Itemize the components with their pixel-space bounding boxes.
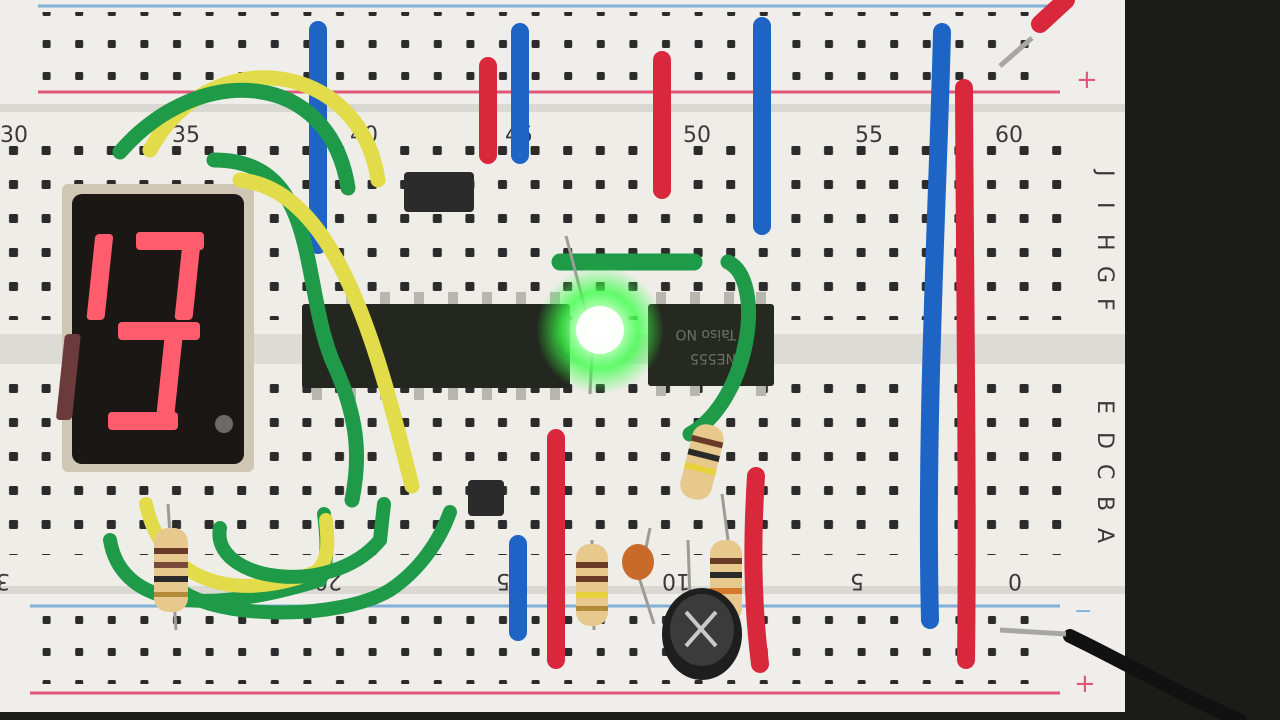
row-label-f: F [1092,298,1117,311]
resistor-2 [576,539,608,631]
col-label-50-top: 50 [683,123,711,148]
col-label-30-top: 30 [0,123,28,148]
row-label-g: G [1092,266,1117,283]
decimal-point [215,415,233,433]
ic-marking-line-1: Taiso NO [675,326,737,342]
segment-e-off [56,334,81,420]
digit-segments [86,232,204,430]
ceramic-capacitor [622,527,656,625]
rail-minus-bottom: − [1074,599,1092,624]
row-label-d: D [1092,432,1117,449]
col-label-10-bottom: 10 [662,568,690,593]
ic-marking-line-2: NE555 [690,350,736,366]
segment-f [86,234,114,320]
col-label-30-bottom: 30 [0,568,10,593]
row-label-c: C [1092,464,1117,479]
resistor-3 [680,424,724,500]
rail-plus-bottom: + [1074,669,1096,699]
row-label-e: E [1092,400,1117,414]
row-label-a: A [1092,528,1117,543]
resistor-1 [154,503,188,631]
segment-b [174,234,202,320]
col-label-0-bottom: 0 [1008,568,1022,593]
rail-plus-top: + [1076,65,1098,95]
seven-segment-display [56,184,254,472]
segment-d [108,412,178,430]
col-label-55-top: 55 [855,123,883,148]
col-label-35-top: 35 [172,123,200,148]
power-leads [998,36,1247,720]
col-label-60-top: 60 [995,123,1023,148]
vertical-wires [309,0,1075,673]
small-jumpers [404,172,504,516]
segment-c [156,332,183,418]
col-label-5-bottom: 5 [850,568,864,593]
segment-g [118,322,200,340]
row-label-j: J [1092,168,1117,177]
row-label-h: H [1092,234,1117,251]
resistors [154,424,742,631]
green-led [536,235,664,395]
electrolytic-capacitor [662,539,742,680]
row-label-i: I [1092,202,1117,209]
row-label-b: B [1092,496,1117,511]
